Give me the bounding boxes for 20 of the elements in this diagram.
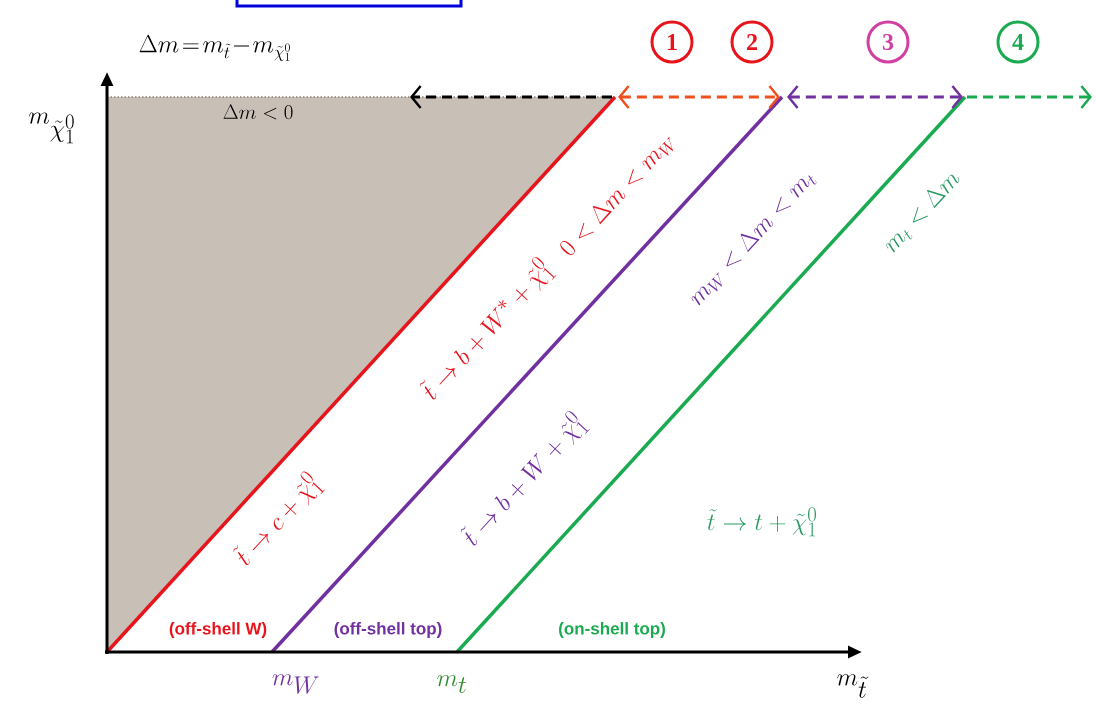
callout-number: 2 [730, 20, 774, 64]
region-label: (on-shell top) [559, 622, 665, 638]
range-label: $m_W<\Delta m<m_t$ [691, 175, 817, 306]
range-label: $m_t<\Delta m$ [886, 174, 960, 253]
callout-number: 3 [866, 20, 910, 64]
decay-label: $\tilde{t}\rightarrow t+\tilde{\chi}_1^0$ [707, 507, 816, 537]
callout-number: 1 [650, 20, 694, 64]
axis-tick-label: $m_t$ [437, 675, 466, 693]
axis-label: $m_{\tilde{\chi}_1^0}$ [29, 112, 74, 144]
formula-label: $\Delta m\!=\!m_{\tilde{t}}\!-\!m_{\tilde{\chi}_1^0}$ [139, 34, 290, 61]
region-label: $\Delta m<0$ [223, 104, 293, 120]
decay-label: $\tilde{t}\rightarrow c+\tilde{\chi}_1^0$ [233, 471, 326, 566]
region-label: (off-shell top) [334, 622, 442, 638]
decay-label: $\tilde{t}\rightarrow b+W+\tilde{\chi}_1^0$ [461, 411, 590, 546]
range-label: $0<\Delta m<m_W$ [560, 136, 673, 255]
region-label: (off-shell W) [169, 622, 267, 638]
axis-label: $m_{\tilde{t}}$ [837, 674, 869, 698]
callout-number: 4 [996, 20, 1040, 64]
axis-tick-label: $m_W$ [272, 674, 319, 695]
decay-label: $\tilde{t}\rightarrow b+W^{*}+\tilde{\chi}_1^0$ [420, 257, 557, 400]
